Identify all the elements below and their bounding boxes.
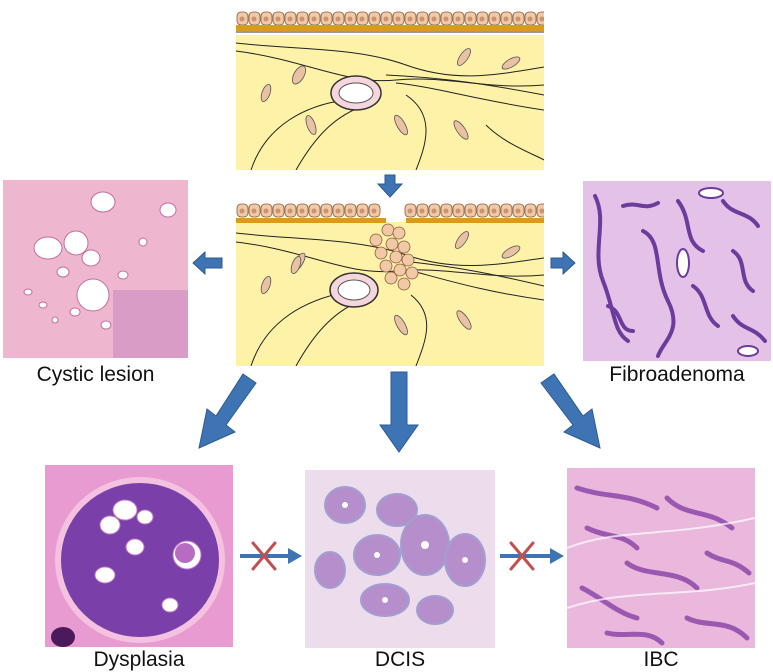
cell-nucleus (467, 16, 473, 22)
cell-nucleus (287, 16, 293, 22)
arrow-to-cystic-lesion (192, 250, 223, 276)
cell-nucleus (515, 16, 521, 22)
cell-nucleus (455, 16, 461, 22)
cell-nucleus (419, 208, 425, 214)
cell-nucleus (443, 16, 449, 22)
cell-nucleus (395, 16, 401, 22)
arrow-to-dcis (379, 371, 419, 453)
blocked-x-icon (509, 541, 535, 571)
cell-nucleus (299, 16, 305, 22)
cell-nucleus (539, 16, 544, 22)
cell-nucleus (287, 208, 293, 214)
cell-nucleus (467, 208, 473, 214)
cell-nucleus (359, 208, 365, 214)
cell-nucleus (335, 208, 341, 214)
cell-nucleus (311, 16, 317, 22)
cell-nucleus (455, 208, 461, 214)
cell-nucleus (515, 208, 521, 214)
cell-nucleus (251, 16, 257, 22)
cell-nucleus (383, 16, 389, 22)
cell-nucleus (239, 208, 245, 214)
cell-nucleus (275, 208, 281, 214)
fibroadenoma-label: Fibroadenoma (609, 363, 745, 386)
cell-nucleus (479, 208, 485, 214)
cell-nucleus (491, 208, 497, 214)
cell-nucleus (275, 16, 281, 22)
cell-nucleus (359, 16, 365, 22)
cell-nucleus (299, 208, 305, 214)
blocked-x-icon (251, 541, 277, 571)
cell-nucleus (251, 208, 257, 214)
cell-nucleus (503, 208, 509, 214)
dcis-histology (305, 470, 495, 648)
cell-nucleus (407, 208, 413, 214)
arrow-to-fibroadenoma (550, 250, 576, 276)
cell-nucleus (323, 208, 329, 214)
proliferating-tissue-schematic (236, 200, 544, 366)
normal-tissue-schematic (236, 5, 544, 170)
arrow-to-dysplasia (198, 373, 257, 449)
cell-nucleus (431, 16, 437, 22)
ibc-label: IBC (643, 648, 679, 671)
cell-nucleus (539, 208, 544, 214)
cell-nucleus (347, 16, 353, 22)
arrow-to-ibc (540, 373, 601, 449)
arrow-dcis-to-ibc (500, 548, 564, 564)
cell-nucleus (443, 208, 449, 214)
cell-nucleus (527, 208, 533, 214)
cell-nucleus (503, 16, 509, 22)
cell-nucleus (419, 16, 425, 22)
cell-nucleus (491, 16, 497, 22)
cell-nucleus (407, 16, 413, 22)
dysplasia-histology (45, 465, 233, 647)
ibc-histology (567, 468, 755, 648)
cell-nucleus (311, 208, 317, 214)
cell-nucleus (527, 16, 533, 22)
cell-nucleus (323, 16, 329, 22)
dysplasia-label: Dysplasia (93, 648, 185, 671)
cell-nucleus (371, 208, 377, 214)
cystic-lesion-histology (3, 180, 188, 358)
arrow-dysplasia-to-dcis (240, 548, 302, 564)
arrow-normal-to-proliferation (376, 174, 404, 198)
cell-nucleus (263, 208, 269, 214)
cell-nucleus (239, 16, 245, 22)
dcis-label: DCIS (374, 648, 426, 671)
cell-nucleus (263, 16, 269, 22)
cell-nucleus (479, 16, 485, 22)
cystic-lesion-label: Cystic lesion (36, 363, 155, 386)
cell-nucleus (335, 16, 341, 22)
cell-nucleus (431, 208, 437, 214)
cell-nucleus (347, 208, 353, 214)
fibroadenoma-histology (583, 181, 771, 361)
cell-nucleus (371, 16, 377, 22)
